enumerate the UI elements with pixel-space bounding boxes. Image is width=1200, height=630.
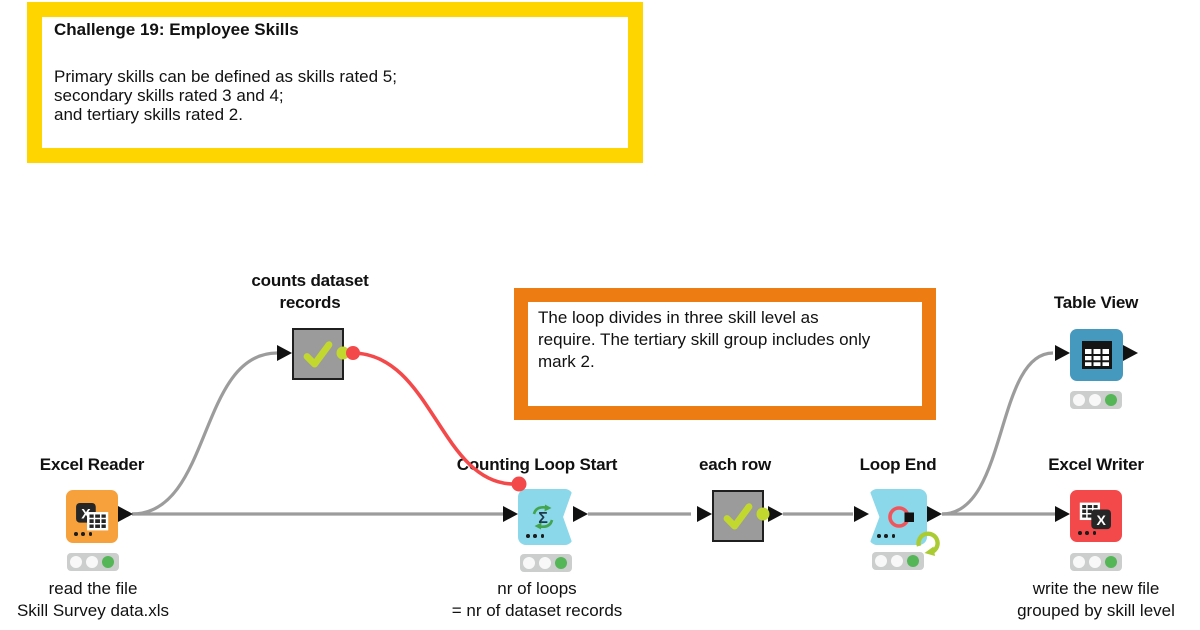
node-title-table-view: Table View <box>1053 293 1139 312</box>
annotation-loop-note-text: The loop divides in three skill level as… <box>528 302 922 378</box>
sigma-loop-icon: Σ <box>532 504 553 530</box>
port-in-excel-writer[interactable] <box>1055 506 1070 522</box>
checkmark-icon <box>303 341 333 368</box>
annotation-line: secondary skills rated 3 and 4; <box>54 86 284 105</box>
loop-end-icon <box>888 505 914 528</box>
svg-text:X: X <box>1096 512 1106 528</box>
node-each-row[interactable] <box>712 490 764 542</box>
excel-writer-icon: X <box>1079 502 1111 530</box>
annotation-line: Primary skills can be defined as skills … <box>54 67 397 86</box>
port-flow-var-out-counts[interactable] <box>346 346 360 360</box>
status-light-excel-writer <box>1070 553 1122 571</box>
port-in-loop-end[interactable] <box>854 506 869 522</box>
status-light-loop-end <box>872 552 924 570</box>
node-options-dots <box>74 532 93 536</box>
annotation-challenge-text: Challenge 19: Employee Skills Primary sk… <box>42 17 628 127</box>
svg-text:X: X <box>81 505 91 521</box>
status-light-table-view <box>1070 391 1122 409</box>
connection-loop-end-to-table-view[interactable] <box>941 351 1054 516</box>
node-caption-counting-loop-start: nr of loops = nr of dataset records <box>451 579 623 620</box>
port-in-each-row[interactable] <box>697 506 712 522</box>
node-excel-writer[interactable]: X <box>1070 490 1122 542</box>
node-options-dots <box>877 534 896 538</box>
annotation-challenge[interactable]: Challenge 19: Employee Skills Primary sk… <box>27 2 643 163</box>
port-out-loop-end[interactable] <box>927 506 942 522</box>
node-excel-reader[interactable]: X <box>66 490 118 543</box>
status-light-counting-loop-start <box>520 554 572 572</box>
port-in-loop-start[interactable] <box>503 506 518 522</box>
port-out-each-row[interactable] <box>768 506 783 522</box>
node-caption-excel-writer: write the new file grouped by skill leve… <box>1017 579 1175 620</box>
port-out-table-view[interactable] <box>1123 345 1138 361</box>
checkmark-icon <box>723 503 753 530</box>
node-title-excel-reader: Excel Reader <box>39 455 145 474</box>
loop-refresh-icon <box>912 527 942 562</box>
port-in-table-view[interactable] <box>1055 345 1070 361</box>
annotation-challenge-title: Challenge 19: Employee Skills <box>54 20 299 39</box>
port-in-counts[interactable] <box>277 345 292 361</box>
node-title-each-row: each row <box>698 455 772 474</box>
node-title-counts-dataset-records: counts dataset records <box>251 271 369 312</box>
node-counting-loop-start[interactable]: Σ <box>518 489 573 545</box>
table-icon <box>1081 341 1112 369</box>
node-title-counting-loop-start: Counting Loop Start <box>456 455 618 474</box>
excel-reader-icon: X <box>76 502 109 530</box>
node-options-dots <box>526 534 545 538</box>
connection-reader-to-counts[interactable] <box>131 351 278 516</box>
status-light-excel-reader <box>67 553 119 571</box>
node-options-dots <box>1078 531 1097 535</box>
node-title-excel-writer: Excel Writer <box>1048 455 1144 474</box>
annotation-line: mark 2. <box>538 352 595 371</box>
node-table-view[interactable] <box>1070 329 1123 381</box>
port-out-loop-start[interactable] <box>573 506 588 522</box>
svg-text:Σ: Σ <box>538 510 548 527</box>
port-out-excel-reader[interactable] <box>118 506 133 522</box>
node-title-loop-end: Loop End <box>859 455 937 474</box>
annotation-line: and tertiary skills rated 2. <box>54 105 243 124</box>
annotation-loop-note[interactable]: The loop divides in three skill level as… <box>514 288 936 420</box>
annotation-line: The loop divides in three skill level as <box>538 308 819 327</box>
node-caption-excel-reader: read the file Skill Survey data.xls <box>16 579 170 620</box>
node-counts-dataset-records[interactable] <box>292 328 344 380</box>
annotation-line: require. The tertiary skill group includ… <box>538 330 871 349</box>
